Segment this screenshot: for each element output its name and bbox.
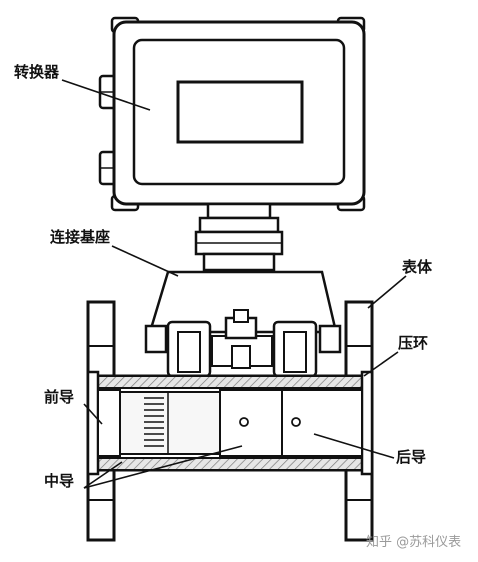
leader-connection-base: [111, 245, 179, 277]
label-meter-body: 表体: [402, 258, 433, 276]
connection-neck: [194, 202, 284, 272]
label-pressure-ring: 压环: [398, 334, 428, 352]
pipe-wall-bottom: [95, 457, 365, 471]
leader-front-guide: [83, 403, 103, 425]
leader-middle-guide-2: [83, 461, 123, 489]
pipe-wall-top: [95, 375, 365, 389]
sensor-assembly: [144, 309, 342, 378]
display-window: [176, 80, 304, 144]
left-flange-upper: [86, 300, 116, 378]
converter-housing: [98, 16, 366, 212]
label-converter: 转换器: [14, 63, 60, 81]
right-flange-upper: [344, 300, 374, 378]
pressure-ring-right: [360, 370, 374, 476]
leader-meter-body: [367, 275, 407, 309]
label-connection-base: 连接基座: [50, 228, 110, 246]
label-middle-guide: 中导: [44, 472, 74, 490]
leader-lines: [61, 79, 407, 489]
label-front-guide: 前导: [44, 388, 74, 406]
rotor-fins: [144, 397, 164, 447]
leader-middle-guide-1: [83, 445, 243, 489]
leader-pressure-ring: [363, 351, 399, 377]
leader-rear-guide: [313, 433, 395, 459]
pressure-ring-left: [86, 370, 100, 476]
right-flange-lower: [344, 468, 374, 542]
label-rear-guide: 后导: [396, 448, 426, 466]
rotor-section: [119, 391, 221, 455]
guide-hole-left: [239, 417, 249, 427]
leader-converter: [61, 79, 151, 111]
guide-hole-right: [291, 417, 301, 427]
meter-body-pipe: [86, 370, 374, 476]
watermark-text: 知乎 @苏科仪表: [366, 534, 461, 550]
